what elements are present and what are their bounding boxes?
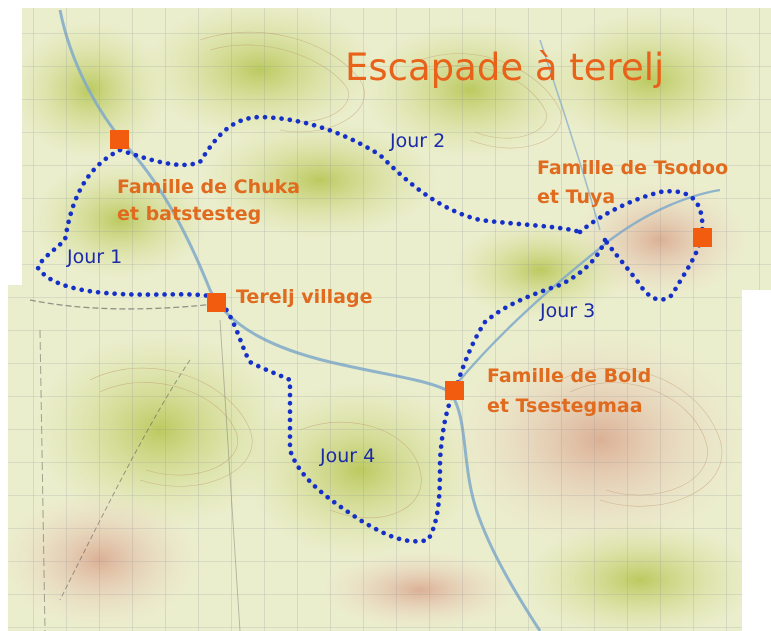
marker-terelj-village[interactable] xyxy=(207,293,226,312)
marker-tsodoo[interactable] xyxy=(693,228,712,247)
label-bold-line2: et Tsestegmaa xyxy=(487,395,643,417)
labels: Escapade à terelj Famille de Chuka et ba… xyxy=(66,46,728,467)
route-dotted-line xyxy=(35,114,705,544)
route-layer xyxy=(35,114,705,544)
map-title: Escapade à terelj xyxy=(345,46,664,89)
marker-bold[interactable] xyxy=(445,381,464,400)
label-jour-1: Jour 1 xyxy=(66,246,122,268)
label-jour-3: Jour 3 xyxy=(539,300,595,322)
label-jour-2: Jour 2 xyxy=(389,130,445,152)
label-chuka-line2: et batstesteg xyxy=(117,203,261,225)
label-terelj-village: Terelj village xyxy=(236,286,372,308)
label-bold-line1: Famille de Bold xyxy=(487,365,651,387)
label-chuka-line1: Famille de Chuka xyxy=(117,176,300,198)
label-tsodoo-line2: et Tuya xyxy=(537,186,615,208)
label-jour-4: Jour 4 xyxy=(319,445,375,467)
marker-chuka[interactable] xyxy=(110,130,129,149)
markers xyxy=(110,130,712,400)
label-tsodoo-line1: Famille de Tsodoo xyxy=(537,157,728,179)
